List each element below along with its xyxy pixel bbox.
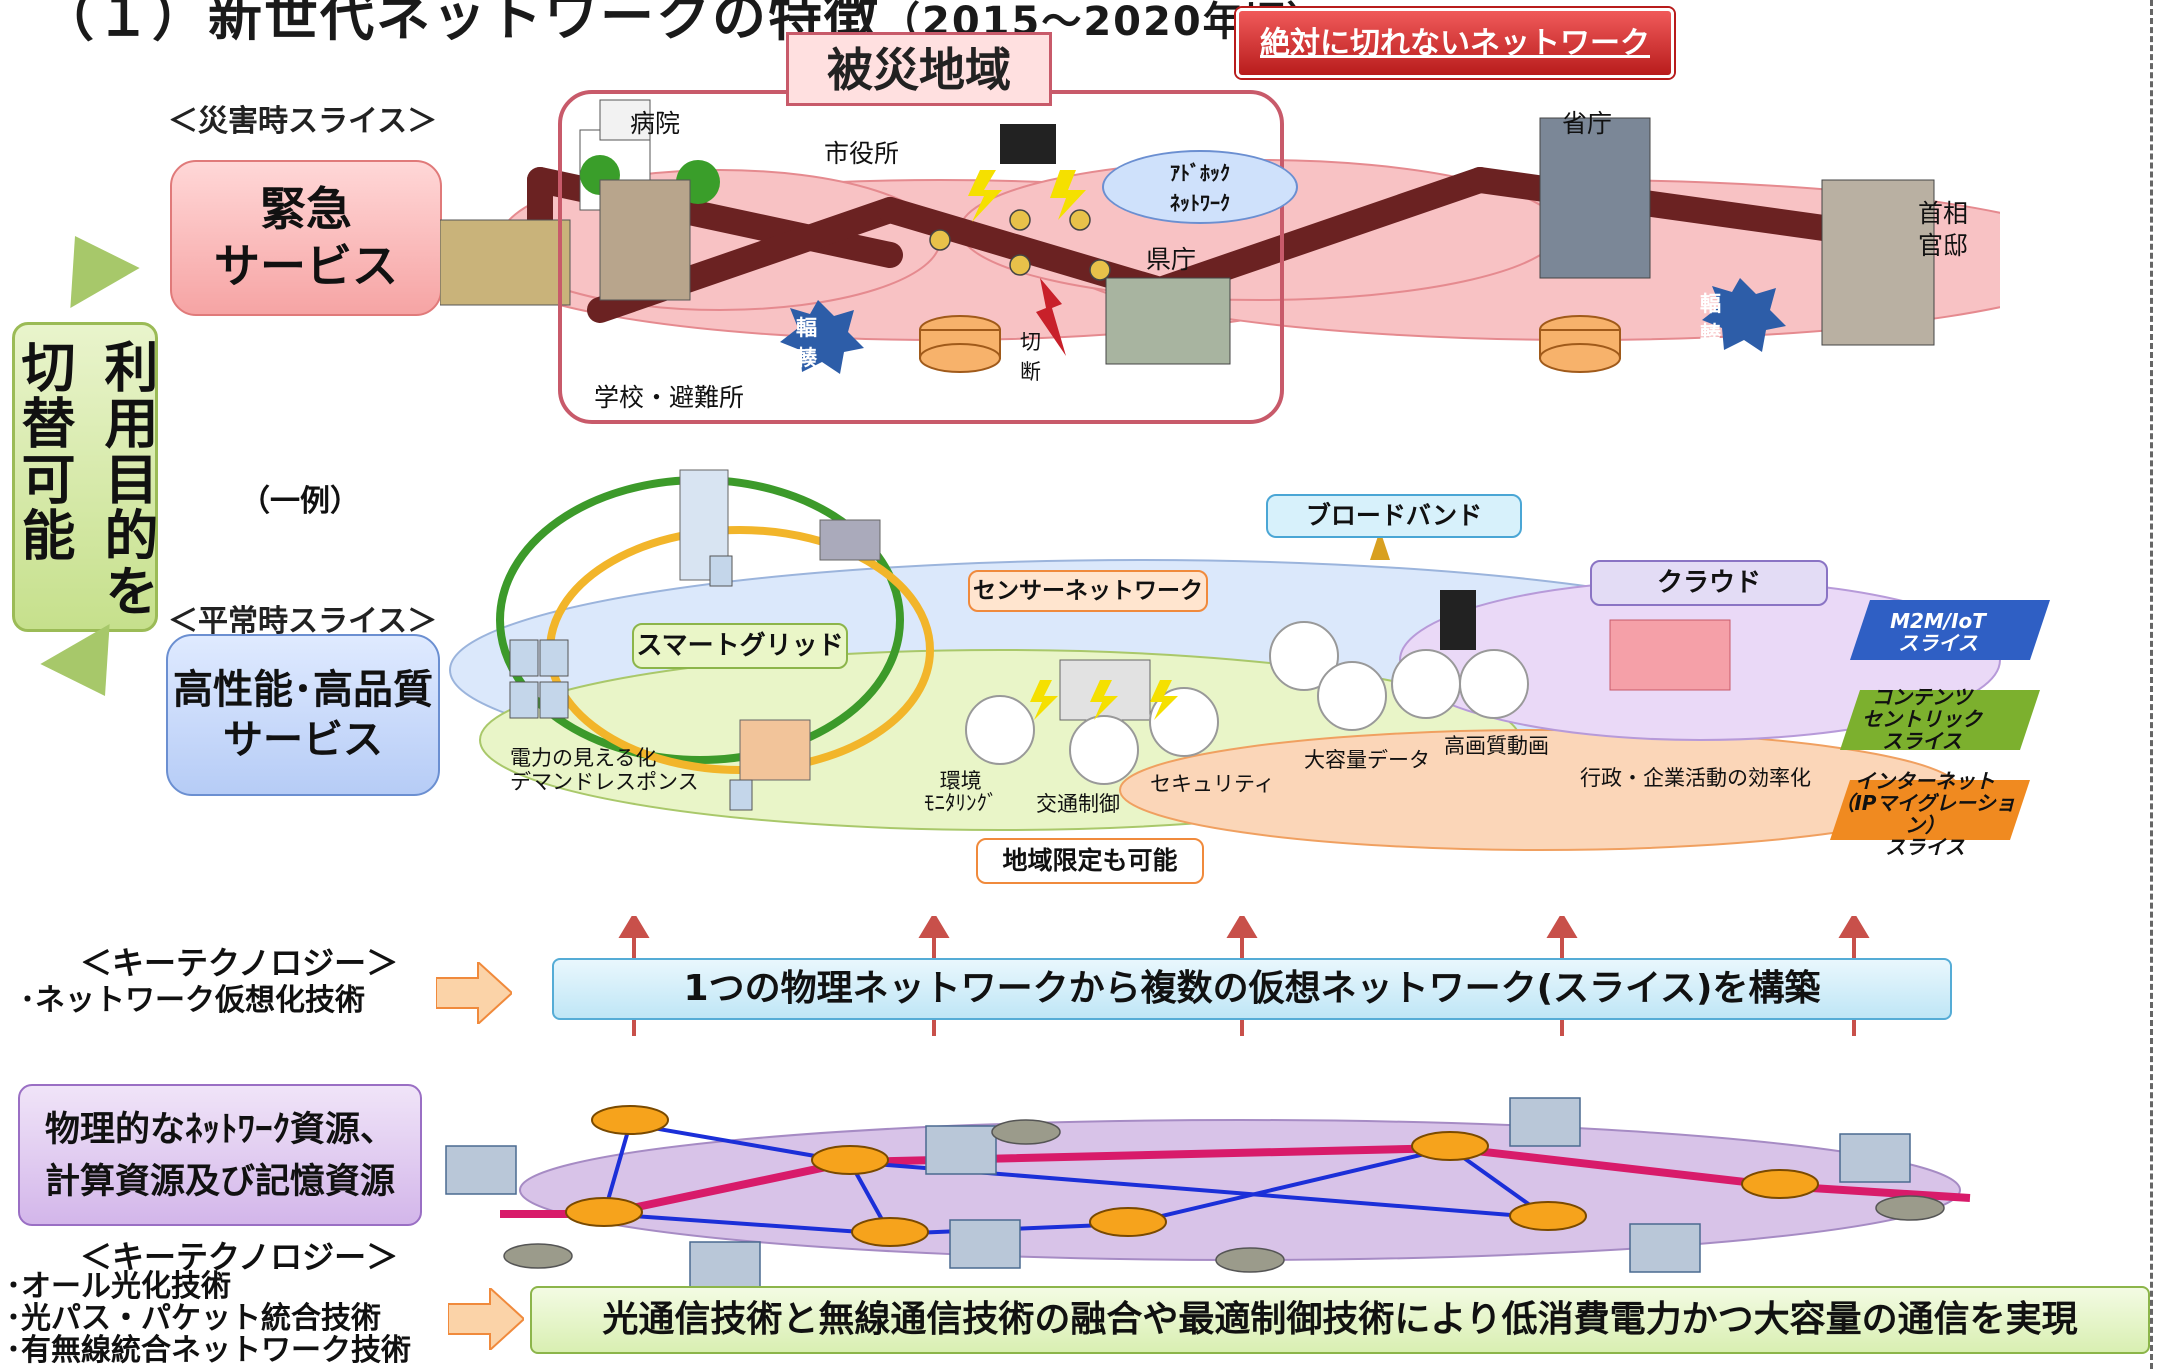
key-tech-item-virtualization: ･ネットワーク仮想化技術 [20, 983, 365, 1018]
building-icons [679, 469, 1151, 781]
local-only-label: 地域限定も可能 [976, 838, 1204, 884]
pm-residence-label: 首相 官邸 [1918, 199, 1969, 260]
key-tech-heading-2: ＜キーテクノロジー＞ [80, 1238, 399, 1276]
key-tech-arrow-1 [436, 962, 512, 1024]
switch-purpose-box: 利用目的を 切替可能 [12, 322, 158, 632]
school-image [440, 219, 571, 306]
storage-disk-icons [503, 1119, 1945, 1273]
emergency-service-box: 緊急 サービス [170, 160, 442, 316]
physical-resources-box: 物理的なﾈｯﾄﾜｰｸ資源、 計算資源及び記憶資源 [18, 1084, 422, 1226]
key-tech-item-path-packet: ･光パス・パケット統合技術 [6, 1301, 381, 1336]
ministry-label: 省庁 [1562, 109, 1613, 138]
adhoc-network-ellipse: ｱﾄﾞﾎｯｸ ﾈｯﾄﾜｰｸ [1102, 150, 1298, 224]
normal-service-box: 高性能･高品質 サービス [166, 634, 440, 796]
congestion-label-1: 輻輳 [796, 316, 817, 370]
example-label: （一例） [240, 484, 360, 519]
adhoc-label-2: ﾈｯﾄﾜｰｸ [1170, 191, 1230, 215]
key-tech-arrow-2 [448, 1288, 524, 1350]
cut-label: 切断 [1020, 330, 1041, 384]
big-data-label: 大容量データ [1304, 748, 1430, 772]
optical-router-icons [565, 1105, 1819, 1247]
server-icon [1440, 590, 1476, 650]
smart-grid-label: スマートグリッド [632, 623, 848, 669]
hq-video-label: 高画質動画 [1444, 734, 1549, 758]
key-tech-heading-1: ＜キーテクノロジー＞ [80, 944, 399, 982]
satellite-icon [1000, 124, 1056, 164]
virtualization-banner: 1つの物理ネットワークから複数の仮想ネットワーク(スライス)を構築 [552, 958, 1952, 1020]
switch-purpose-text-a: 利用目的を [95, 339, 158, 619]
power-visualization-label: 電力の見える化 デマンドレスポンス [510, 746, 699, 794]
m2m-slice-label: M2M/IoT スライス [1890, 609, 1986, 655]
disaster-network-graphic [440, 99, 2000, 374]
prefecture-label: 県庁 [1146, 245, 1197, 274]
key-tech-item-all-optical: ･オール光化技術 [6, 1269, 231, 1304]
congestion-burst-icons [780, 278, 1786, 374]
meter-icons [509, 555, 753, 811]
efficiency-label: 行政・企業活動の効率化 [1580, 766, 1811, 790]
security-label: セキュリティ [1150, 772, 1275, 796]
sensor-network-label: センサーネットワーク [968, 570, 1208, 612]
switch-purpose-text-b: 切替可能 [12, 339, 75, 563]
disaster-slice-label: ＜災害時スライス＞ [168, 104, 438, 139]
router-icons [919, 315, 1621, 373]
physical-resources-label: 物理的なﾈｯﾄﾜｰｸ資源、 計算資源及び記憶資源 [44, 1110, 395, 1202]
key-tech-item-wired-wireless: ･有無線統合ネットワーク技術 [6, 1333, 411, 1368]
never-cut-callout: 絶対に切れないネットワーク [1236, 8, 1674, 78]
hospital-label: 病院 [630, 109, 681, 138]
sensor-circle-icons [965, 621, 1529, 785]
cloud-server-icons [1609, 619, 1731, 691]
antenna-icon [1370, 530, 1390, 560]
contents-slice-label: コンテンツ セントリック スライス [1862, 685, 1982, 753]
school-label: 学校・避難所 [594, 383, 745, 412]
prefecture-image [1105, 277, 1231, 365]
city-hall-image [599, 179, 691, 301]
switch-down-arrow [40, 624, 140, 716]
normal-slice-label: ＜平常時スライス＞ [168, 604, 438, 639]
emergency-service-label: 緊急 サービス [214, 181, 398, 294]
dashed-divider [2150, 0, 2153, 1369]
switch-rack-icons [445, 1097, 1911, 1290]
environment-monitoring-label: 環境 ﾓﾆﾀﾘﾝｸﾞ [924, 769, 998, 815]
broadband-label: ブロードバンド [1266, 494, 1522, 538]
physical-network-graphic [445, 1097, 1971, 1290]
title-main: （１）新世代ネットワークの特徴 [40, 0, 880, 48]
sensor-bolt-icons [1030, 680, 1178, 720]
slice-parallelograms [1830, 600, 2050, 840]
normal-service-label: 高性能･高品質 サービス [173, 667, 433, 763]
adhoc-node-icons [929, 209, 1111, 281]
pm-residence-image [1821, 179, 1935, 346]
traffic-control-label: 交通制御 [1036, 792, 1120, 816]
wireless-bolt-icons [968, 170, 1086, 222]
city-hall-label: 市役所 [824, 139, 900, 168]
ministry-image [1539, 117, 1651, 279]
cut-lightning-icon [1036, 278, 1066, 356]
switch-up-arrow [40, 216, 140, 308]
cloud-label: クラウド [1590, 560, 1828, 606]
adhoc-label-1: ｱﾄﾞﾎｯｸ [1170, 161, 1230, 185]
page-title: （１）新世代ネットワークの特徴（2015～2020年頃） [40, 0, 1329, 51]
congestion-label-2: 輻輳 [1700, 292, 1721, 346]
optical-wireless-banner: 光通信技術と無線通信技術の融合や最適制御技術により低消費電力かつ大容量の通信を実… [530, 1286, 2150, 1354]
normal-network-graphic [449, 469, 2050, 851]
disaster-area-label: 被災地域 [786, 32, 1052, 106]
internet-slice-label: インターネット （IPマイグレーション） スライス [1834, 769, 2016, 859]
